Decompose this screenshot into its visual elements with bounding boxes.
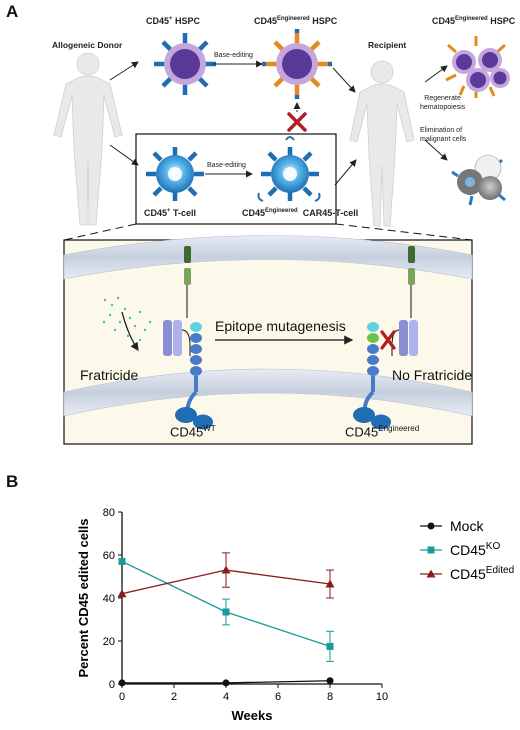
cd45-engineered-hspc-right-label: CD45Engineered HSPC [432, 16, 515, 26]
donor-human-figure [53, 52, 123, 226]
data-point [326, 642, 334, 650]
cd45-tcell [146, 147, 204, 201]
cd45-wt-label: CD45WT [170, 424, 216, 439]
cd45-eng-car-sup: Engineered [265, 208, 298, 214]
epitope-mutagenesis-label: Epitope mutagenesis [215, 318, 346, 334]
data-point [325, 579, 335, 588]
cd45-tcell-sup: + [167, 208, 171, 214]
legend-label-sup: KO [486, 541, 501, 552]
data-point [221, 565, 231, 574]
x-tick-label: 4 [223, 691, 229, 703]
cd45-tcell-base: CD45 [144, 208, 168, 218]
x-tick-label: 2 [171, 691, 177, 703]
fratricide-label: Fratricide [80, 367, 139, 383]
x-tick-label: 0 [119, 691, 125, 703]
y-tick-label: 80 [103, 507, 115, 519]
malignant-cells-cluster [451, 154, 506, 206]
cd45-eng-bottom-sup: Engineered [378, 424, 420, 433]
cd45-eng-bottom-base: CD45 [345, 424, 379, 440]
cd45-hspc-label: CD45+ HSPC [146, 16, 200, 26]
x-axis-label: Weeks [232, 708, 273, 723]
y-tick-label: 60 [103, 550, 115, 562]
panel-a-figure [53, 29, 510, 445]
legend-label-sup: Edited [486, 565, 514, 576]
cd45-eng-hspc-sup: Engineered [277, 16, 310, 22]
legend-marker [427, 546, 435, 554]
car45-tcell [257, 136, 321, 202]
cd45-tcell-label: CD45+ T-cell [144, 208, 196, 218]
x-tick-label: 8 [327, 691, 333, 703]
cd45-eng-car-base: CD45 [242, 208, 266, 218]
data-point [222, 679, 230, 687]
panel-a-letter: A [6, 2, 19, 21]
legend-marker [426, 569, 436, 578]
blocked-x-icon [287, 112, 307, 132]
cd45-hspc-base: CD45 [146, 16, 170, 26]
y-axis-label: Percent CD45 edited cells [76, 519, 91, 678]
panel-b-letter: B [6, 472, 19, 491]
legend-label: CD45Edited [450, 565, 514, 582]
cd45-eng-hspc-right-base: CD45 [432, 16, 456, 26]
recipient-label: Recipient [368, 40, 407, 50]
data-point [222, 608, 230, 616]
cd45-engineered-protein [353, 246, 418, 430]
regenerate-label: Regenerate hematopoiesis [420, 95, 466, 111]
recipient-human-figure [349, 60, 415, 227]
cd45-eng-car-rest: CAR45-T-cell [297, 208, 359, 218]
cd45-wt-sup: WT [203, 424, 216, 433]
cd45-eng-hspc-rest: HSPC [309, 16, 338, 26]
allogeneic-donor-label: Allogeneic Donor [52, 40, 123, 50]
cd45-eng-hspc-right-rest: HSPC [487, 16, 516, 26]
x-tick-label: 10 [376, 691, 388, 703]
base-editing-top-label: Base-editing [214, 52, 253, 59]
cd45-engineered-hspc-label: CD45Engineered HSPC [254, 16, 337, 26]
x-tick-label: 6 [275, 691, 281, 703]
cd45-hspc-sup: + [169, 16, 173, 22]
data-point [118, 679, 126, 687]
y-tick-label: 40 [103, 593, 115, 605]
fratricide-particles [102, 296, 152, 342]
cd45-hspc-rest: HSPC [172, 16, 201, 26]
legend-label: CD45KO [450, 541, 500, 558]
cd45-eng-hspc-base: CD45 [254, 16, 278, 26]
elimination-label: Elimination of malignant cells [420, 127, 467, 143]
data-point [118, 557, 126, 565]
cd45-engineered-car-label: CD45Engineered CAR45-T-cell [242, 208, 358, 218]
no-binding-x-icon [380, 330, 396, 350]
tcell-box [135, 133, 337, 225]
no-fratricide-label: No Fratricide [392, 367, 473, 383]
cd45-wt-base: CD45 [170, 424, 204, 440]
data-point [326, 677, 334, 685]
cd45-eng-hspc-right-sup: Engineered [455, 16, 488, 22]
cd45-engineered-label: CD45Engineered [345, 424, 419, 439]
data-point [117, 589, 127, 598]
legend-label: Mock [450, 518, 484, 534]
y-tick-label: 20 [103, 636, 115, 648]
cd45-wt-protein [163, 246, 213, 430]
regenerating-hspc-cluster [445, 36, 510, 98]
cd45-hspc-cell [154, 33, 216, 95]
base-editing-mid-label: Base-editing [207, 162, 246, 169]
engineered-hspc-cell [262, 29, 332, 99]
y-tick-label: 0 [109, 679, 115, 691]
legend-marker [427, 522, 435, 530]
cd45-tcell-rest: T-cell [170, 208, 197, 218]
